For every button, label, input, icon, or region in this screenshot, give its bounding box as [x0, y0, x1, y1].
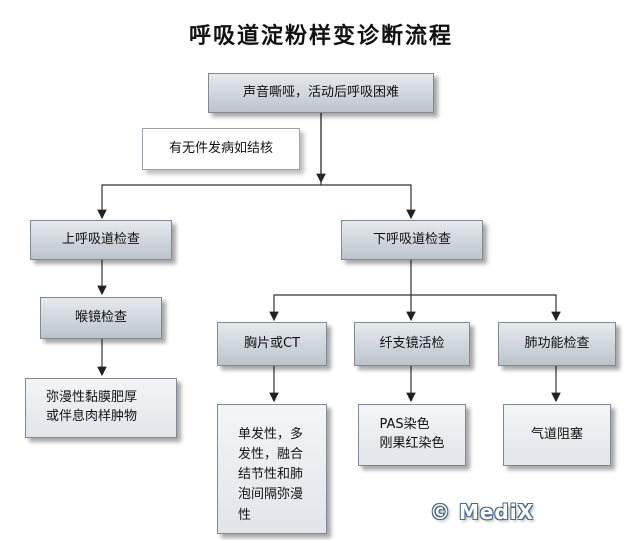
node-chest-ct: 胸片或CT — [217, 322, 327, 366]
node-bronch-result: PAS染色 刚果红染色 — [358, 404, 466, 466]
node-tb-question: 有无件发病如结核 — [142, 128, 300, 170]
node-lung-function: 肺功能检查 — [498, 322, 616, 366]
node-symptom: 声音嘶哑，活动后呼吸困难 — [208, 73, 434, 113]
laryngo-result-text: 弥漫性黏膜肥厚 或伴息肉样肿物 — [46, 390, 138, 424]
node-ct-result: 单发性，多 发性，融合 结节性和肺 泡间隔弥漫 性 — [217, 404, 327, 534]
node-laryngoscopy: 喉镜检查 — [40, 297, 162, 339]
node-upper-exam: 上呼吸道检查 — [30, 220, 172, 260]
node-lung-result: 气道阻塞 — [503, 404, 611, 466]
diagram-title: 呼吸道淀粉样变诊断流程 — [188, 23, 453, 49]
bronch-result-text: PAS染色 刚果红染色 — [379, 417, 445, 451]
node-laryngo-result: 弥漫性黏膜肥厚 或伴息肉样肿物 — [25, 378, 177, 438]
node-lower-exam: 下呼吸道检查 — [341, 220, 483, 260]
ct-result-text: 单发性，多 发性，融合 结节性和肺 泡间隔弥漫 性 — [238, 427, 304, 523]
medix-watermark: © MediX — [430, 500, 535, 524]
node-bronchoscopy: 纤支镜活检 — [354, 322, 470, 366]
